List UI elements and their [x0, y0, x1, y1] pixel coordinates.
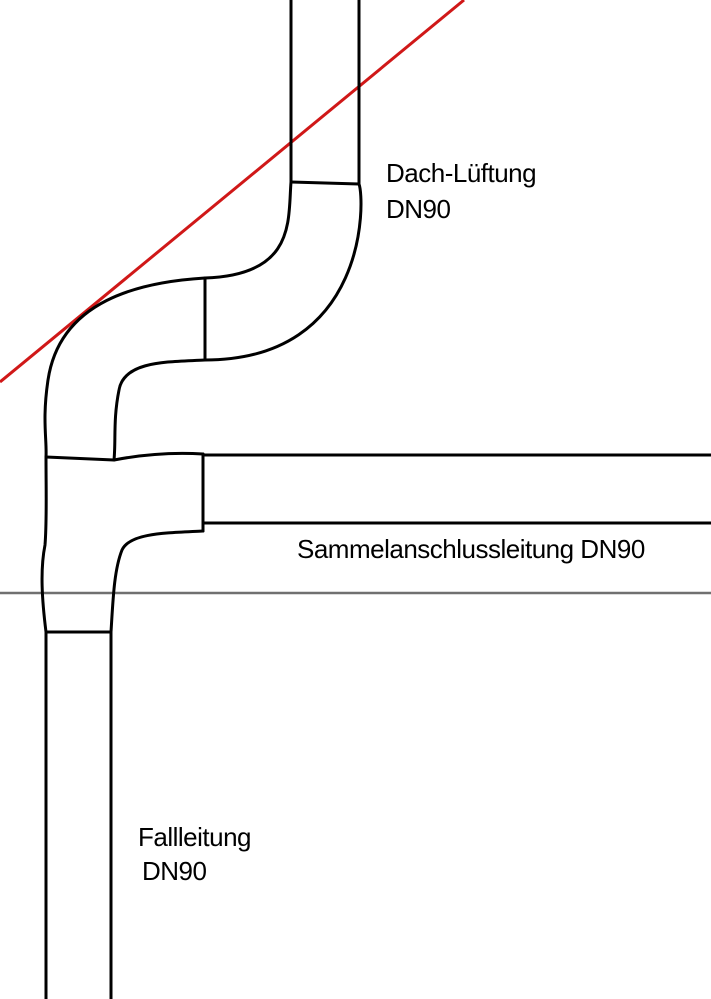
collector-label: Sammelanschlussleitung DN90: [297, 534, 645, 564]
downpipe-label-name: Fallleitung: [138, 822, 251, 852]
down-pipe: [44, 630, 113, 999]
upper-bend-outer-wall: [203, 182, 363, 362]
roof-vent-socket-joint: [289, 180, 361, 186]
roof-vent-label: Dach-Lüftung DN90: [386, 158, 543, 224]
lower-offset-bend: [43, 276, 207, 462]
collector-pipe: [201, 453, 711, 525]
lower-bend-inner-wall: [112, 358, 207, 462]
roof-vent-label-size: DN90: [386, 194, 451, 224]
roof-vent-pipe: [289, 0, 361, 186]
downpipe-label: Fallleitung DN90: [138, 822, 258, 886]
lower-bend-outer-wall: [43, 276, 207, 459]
tee-left-wall: [40, 455, 48, 634]
downpipe-label-size: DN90: [142, 856, 207, 886]
roof-vent-label-name: Dach-Lüftung: [386, 158, 536, 188]
upper-bend-inner-wall: [203, 180, 293, 280]
tee-branch-upper-wall: [112, 451, 205, 462]
tee-fitting: [40, 451, 205, 634]
roof-line: [0, 0, 465, 384]
upper-offset-bend: [203, 180, 363, 362]
collector-label-text: Sammelanschlussleitung DN90: [297, 534, 645, 564]
tee-upper-joint: [44, 455, 116, 462]
tee-branch-lower-wall: [109, 529, 205, 634]
